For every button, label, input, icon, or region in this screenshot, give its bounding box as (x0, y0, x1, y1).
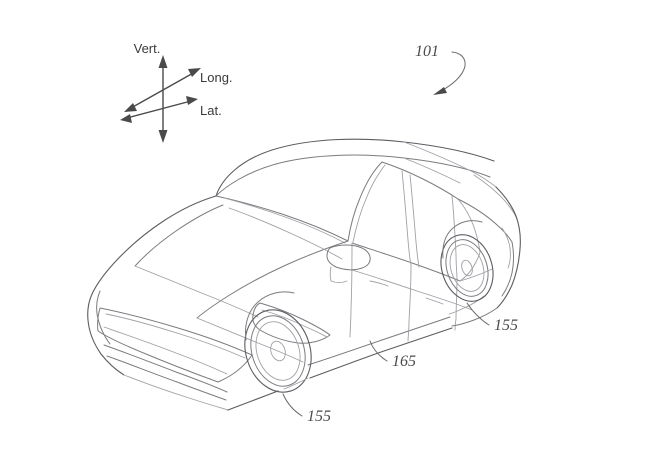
front-wheel (244, 291, 312, 393)
longitudinal-axis-label: Long. (200, 70, 233, 85)
rear-bumper-lower (451, 307, 498, 327)
reference-numeral-155-front: 155 (307, 408, 331, 425)
reference-numeral-165: 165 (392, 353, 416, 370)
front-tire-outer (244, 309, 312, 393)
longitudinal-axis-forward-arrowhead (188, 68, 201, 77)
c-pillar-front-edge (451, 195, 458, 280)
grille-inner-lower (103, 326, 228, 375)
a-pillar (347, 161, 383, 242)
leader-arrowhead-101 (433, 87, 447, 95)
roofline-upper (215, 138, 495, 197)
front-lower-edge (227, 390, 279, 411)
reference-callout-101: 101 (415, 43, 466, 95)
hood-left-edge (92, 195, 217, 293)
vehicle-drawing (87, 138, 521, 411)
rear-window-upper (457, 198, 513, 243)
rear-quarter-window-lower (459, 251, 481, 282)
front-fender-crease (196, 317, 304, 363)
headlamp-inner (261, 309, 328, 338)
hood-inner-left (134, 204, 224, 267)
vertical-axis-up-arrowhead (158, 55, 168, 68)
mirror-base-lower (330, 280, 348, 283)
lateral-axis-left-arrowhead (120, 114, 132, 123)
leader-line-155-rear (466, 302, 490, 326)
rear-wheel-arch (442, 220, 483, 259)
vertical-axis-label: Vert. (134, 41, 161, 56)
front-fascia-left (87, 291, 125, 376)
front-tire-inner (250, 315, 306, 387)
reference-callout-155-rear: 155 (466, 302, 518, 334)
hood-crease (134, 265, 259, 318)
reference-callout-165: 165 (369, 340, 416, 370)
tail-lamp-inner (501, 227, 511, 269)
door-shoulder-crease (351, 269, 473, 311)
rocker-panel-upper (307, 316, 451, 366)
side-mirror (326, 244, 371, 271)
longitudinal-axis-line (130, 71, 196, 109)
lateral-axis-line (126, 100, 192, 119)
coordinate-axis-triad: Vert. Long. Lat. (120, 41, 233, 143)
sill-front-transition (283, 377, 309, 390)
rear-bumper-crease (448, 295, 485, 315)
front-door-front-edge (349, 242, 353, 338)
windshield-inner-line (223, 197, 346, 244)
lateral-axis-right-arrowhead (186, 96, 198, 105)
headlamp (252, 302, 331, 344)
leader-line-165 (369, 340, 388, 362)
longitudinal-axis-rear-arrowhead (124, 103, 137, 112)
rear-hub (461, 259, 473, 277)
tail-lamp-outer (501, 241, 514, 297)
lower-grille-upper (103, 344, 228, 393)
b-pillar-rear-edge (409, 174, 420, 268)
c-pillar-rear-edge (457, 198, 481, 253)
roof-rear-edge-inner (403, 157, 461, 184)
a-pillar-inner (352, 164, 386, 243)
roof-rear-edge (403, 141, 497, 188)
reference-numeral-101: 101 (415, 43, 439, 60)
rear-tire-inner (445, 239, 489, 297)
front-wheel-arch (245, 291, 295, 341)
rear-wheel (440, 220, 494, 302)
front-grille (97, 307, 253, 383)
grille-inner-upper (105, 313, 246, 359)
rear-door-handle (425, 297, 444, 305)
leader-line-155-front (282, 393, 303, 417)
mirror-base (329, 266, 332, 282)
front-door-handle (369, 280, 389, 287)
b-pillar-front-edge (401, 170, 412, 266)
window-belt-upper (381, 161, 459, 200)
front-hub (270, 340, 286, 362)
leader-line-101 (440, 51, 466, 92)
front-fascia-inner (96, 290, 111, 345)
lower-grille-lower (106, 355, 227, 401)
reference-numeral-155-rear: 155 (494, 317, 518, 334)
rear-door-rear-edge (454, 278, 458, 331)
rear-quarter-crease (459, 268, 493, 282)
roofline-inner (215, 154, 491, 197)
rocker-panel-lower (309, 327, 453, 379)
reference-callout-155-front: 155 (282, 393, 331, 425)
vertical-axis-down-arrowhead (158, 130, 168, 143)
rear-rim (449, 244, 485, 292)
lateral-axis-label: Lat. (200, 103, 222, 118)
front-door-rear-edge (407, 264, 412, 342)
rear-end-outline (495, 186, 521, 309)
front-rim (255, 321, 301, 381)
hood-right-edge (196, 240, 349, 319)
rear-window-side (473, 174, 518, 220)
rear-tire-outer (440, 234, 494, 302)
bumper-lower-edge (123, 374, 229, 411)
